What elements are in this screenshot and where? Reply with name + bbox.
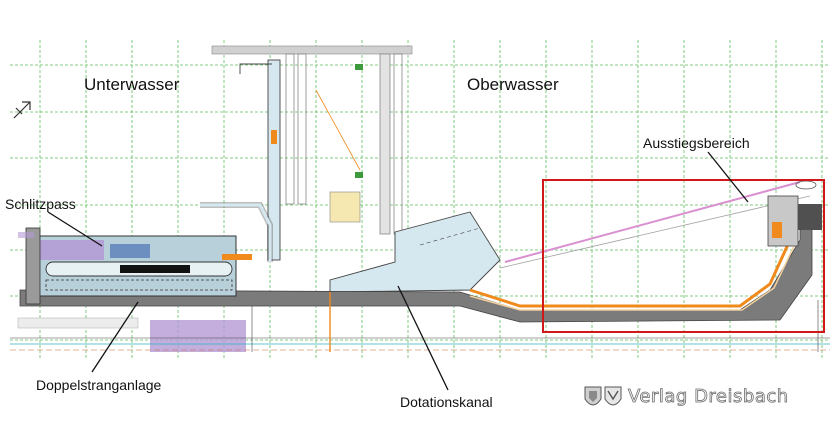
gray-diagonal-line [499,195,811,269]
exit-area-highlight-box [542,179,825,333]
label-unterwasser: Unterwasser [84,75,180,94]
pink-diagonal-line [504,181,801,263]
upper-central-structure [211,45,413,261]
dotation-channel-center [419,227,481,246]
bottom-utility-lines [10,292,830,352]
fish-pass-route [469,205,792,308]
leader-lines [47,151,749,391]
label-doppelstranganlage: Doppelstranganlage [36,377,162,393]
coat-of-arms-logo-icon [584,386,622,406]
label-oberwasser: Oberwasser [467,75,559,94]
dotation-channel [329,211,501,293]
watermark: Verlag Dreisbach [582,384,832,414]
label-dotationskanal: Dotationskanal [400,394,493,410]
label-schlitzpass: Schlitzpass [5,196,76,212]
label-ausstiegsbereich: Ausstiegsbereich [643,135,750,151]
left-fish-pass-structure [17,202,273,352]
exit-structure [767,180,822,247]
watermark-text: Verlag Dreisbach [628,386,789,408]
north-arrow-icon [13,101,31,119]
